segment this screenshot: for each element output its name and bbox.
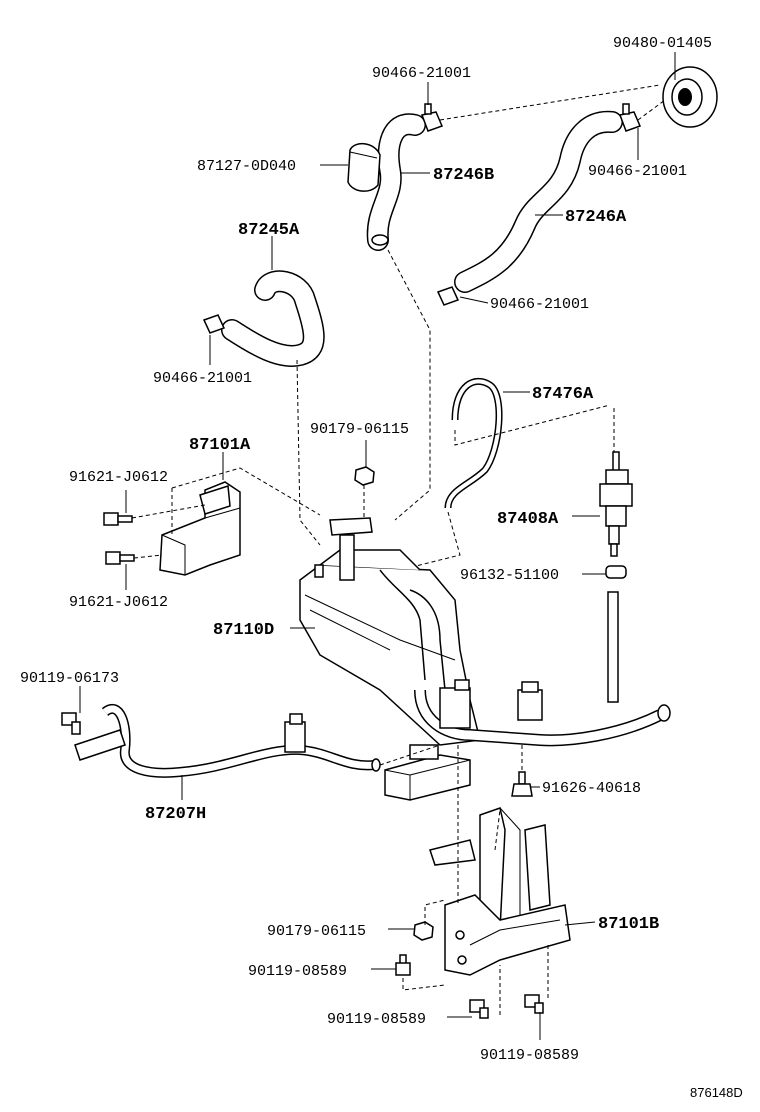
label-90466-21001: 90466-21001 [372,65,471,82]
bolt-part[interactable] [524,994,544,1014]
label-90179-06115: 90179-06115 [267,923,366,940]
hose-87245a-part[interactable] [221,270,325,367]
bolt-part[interactable] [103,512,133,526]
label-87408a: 87408A [497,510,559,529]
label-90480-01405: 90480-01405 [613,35,712,52]
label-87101b: 87101B [598,915,659,934]
vsv-87408a-part[interactable] [599,451,633,557]
tube-87476a-part[interactable] [444,377,503,509]
label-90466-21001: 90466-21001 [588,163,687,180]
pipe-87207h-part[interactable] [74,704,381,778]
nut-part[interactable] [354,466,375,486]
cap-part[interactable] [347,143,381,192]
label-87476a: 87476A [532,385,594,404]
label-91621-j0612: 91621-J0612 [69,469,168,486]
label-87110d: 87110D [213,621,274,640]
label-87246b: 87246B [433,166,494,185]
canister-pipe-part[interactable] [414,679,671,747]
label-90466-21001: 90466-21001 [490,296,589,313]
label-90119-08589: 90119-08589 [480,1047,579,1064]
label-87245a: 87245A [238,221,300,240]
label-87246a: 87246A [565,208,627,227]
valve-box-part[interactable] [384,744,471,801]
diagram-code: 876148D [690,1085,743,1100]
rod-part[interactable] [607,591,619,703]
label-90119-06173: 90119-06173 [20,670,119,687]
bolt-part[interactable] [105,551,135,565]
grommet-part[interactable] [662,66,718,128]
label-91621-j0612: 91621-J0612 [69,594,168,611]
clamp-part[interactable] [618,103,642,132]
connector-part[interactable] [605,565,627,579]
label-90119-08589: 90119-08589 [248,963,347,980]
label-96132-51100: 96132-51100 [460,567,559,584]
label-90179-06115: 90179-06115 [310,421,409,438]
bracket-87101b-part[interactable] [429,807,571,976]
charcoal-canister-part[interactable] [299,517,481,746]
bolt-part[interactable] [395,954,411,976]
clamp-part[interactable] [420,103,444,132]
nut-part[interactable] [413,921,434,941]
label-91626-40618: 91626-40618 [542,780,641,797]
hose-87246b-part[interactable] [366,113,426,251]
label-90119-08589: 90119-08589 [327,1011,426,1028]
clamp-part[interactable] [436,286,460,306]
label-90466-21001: 90466-21001 [153,370,252,387]
label-87207h: 87207H [145,805,206,824]
label-87101a: 87101A [189,436,251,455]
label-87127-0d040: 87127-0D040 [197,158,296,175]
bracket-87101a-part[interactable] [159,481,241,576]
hose-87246a-part[interactable] [454,110,623,293]
bolt-part[interactable] [469,999,489,1019]
clamp-part[interactable] [202,314,226,334]
bolt-part[interactable] [61,712,81,735]
bolt-part[interactable] [511,771,533,797]
